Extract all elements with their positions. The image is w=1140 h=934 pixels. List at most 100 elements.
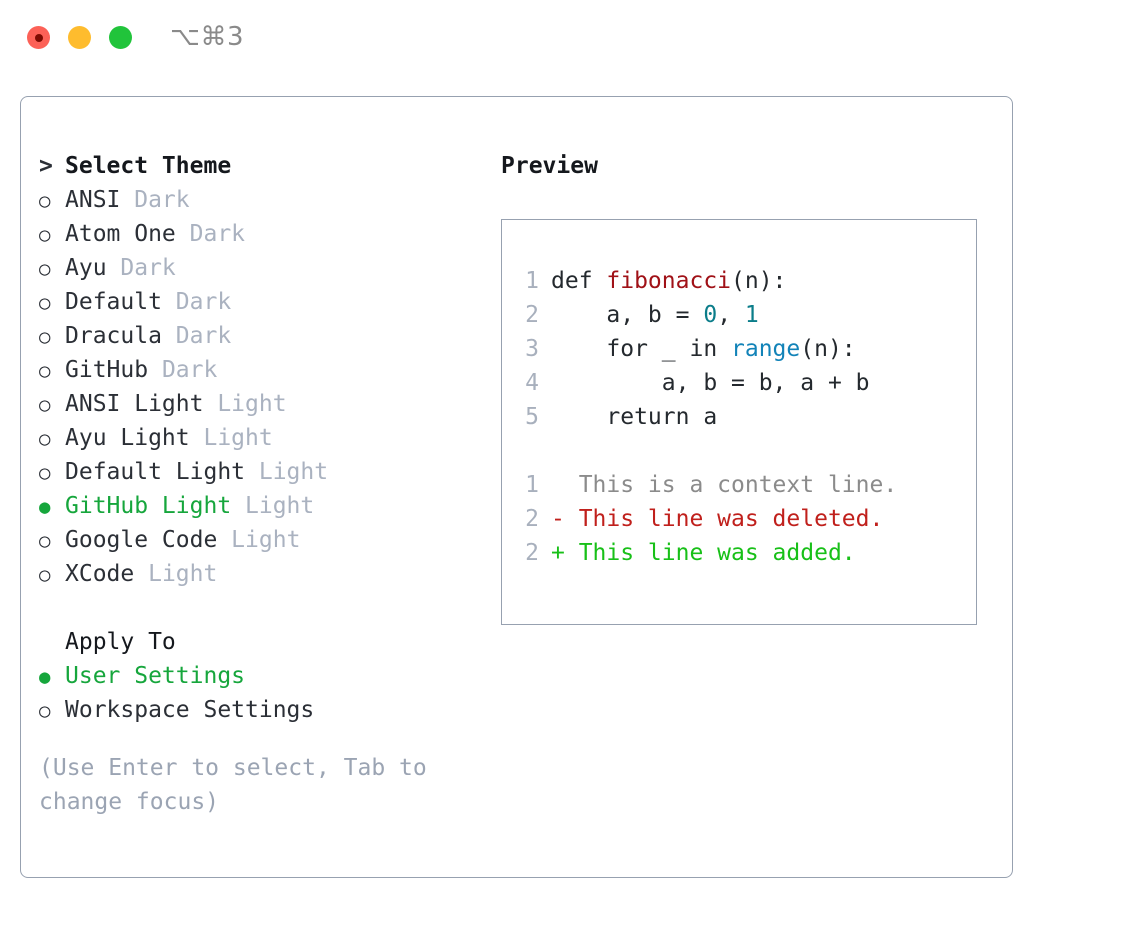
theme-option-label: Ayu Light xyxy=(65,425,190,451)
radio-unselected-icon: ○ xyxy=(39,326,51,348)
code-token-plain: (n): xyxy=(800,336,856,362)
caret-icon: > xyxy=(39,153,53,179)
theme-option-atom-one[interactable]: ○ Atom One Dark xyxy=(39,217,469,251)
apply-to-header: Apply To xyxy=(65,629,176,655)
theme-option-label: ANSI Light xyxy=(65,391,204,417)
keyboard-hint-text: (Use Enter to select, Tab to change focu… xyxy=(39,755,427,815)
radio-selected-icon: ● xyxy=(39,496,51,518)
minimize-button-icon[interactable] xyxy=(68,26,91,49)
radio-unselected-icon: ○ xyxy=(39,428,51,450)
theme-option-dracula[interactable]: ○ Dracula Dark xyxy=(39,319,469,353)
code-token-plain: a, b = xyxy=(551,302,704,328)
apply-to-list: ● User Settings ○ Workspace Settings xyxy=(39,659,469,727)
radio-unselected-icon: ○ xyxy=(39,258,51,280)
theme-option-ansi[interactable]: ○ ANSI Dark xyxy=(39,183,469,217)
theme-option-category: Light xyxy=(189,425,273,451)
apply-to-option-user-settings[interactable]: ● User Settings xyxy=(39,659,469,693)
code-token-plain: , xyxy=(717,302,745,328)
code-token-plain: for _ in xyxy=(551,336,732,362)
theme-list-header: > Select Theme xyxy=(39,149,469,183)
theme-selector-panel: > Select Theme ○ ANSI Dark ○ Atom One Dark ○ A… xyxy=(20,96,1013,878)
theme-option-category: Light xyxy=(231,493,315,519)
radio-selected-icon: ● xyxy=(39,666,51,688)
code-line-number: 3 xyxy=(525,336,539,362)
theme-option-category: Light xyxy=(134,561,218,587)
theme-option-category: Light xyxy=(203,391,287,417)
code-token-plain: return a xyxy=(551,404,718,430)
theme-option-category: Light xyxy=(217,527,301,553)
theme-option-label: Dracula xyxy=(65,323,162,349)
radio-unselected-icon: ○ xyxy=(39,292,51,314)
code-line: 5 return a xyxy=(517,400,897,434)
radio-unselected-icon: ○ xyxy=(39,530,51,552)
title-bar: ⌥⌘3 xyxy=(0,0,1140,78)
theme-option-label: ANSI xyxy=(65,187,121,213)
theme-option-label: Default xyxy=(65,289,162,315)
theme-list-column: > Select Theme ○ ANSI Dark ○ Atom One Dark ○ A… xyxy=(39,149,469,819)
code-line: 3 for _ in range(n): xyxy=(517,332,897,366)
diff-line-text: This is a context line. xyxy=(551,472,898,498)
code-token-plain: a, b = b, a + b xyxy=(551,370,870,396)
theme-option-label: XCode xyxy=(65,561,135,587)
radio-unselected-icon: ○ xyxy=(39,224,51,246)
theme-option-ansi-light[interactable]: ○ ANSI Light Light xyxy=(39,387,469,421)
diff-line-del: 2- This line was deleted. xyxy=(517,502,897,536)
code-token-plain: def xyxy=(551,268,607,294)
code-line-number: 1 xyxy=(525,268,539,294)
radio-unselected-icon: ○ xyxy=(39,700,51,722)
code-token-num: 0 xyxy=(703,302,718,328)
theme-option-category: Dark xyxy=(120,187,190,213)
theme-option-ayu[interactable]: ○ Ayu Dark xyxy=(39,251,469,285)
keyboard-shortcut-label: ⌥⌘3 xyxy=(170,22,245,52)
theme-option-category: Dark xyxy=(106,255,176,281)
theme-option-category: Light xyxy=(245,459,329,485)
theme-option-ayu-light[interactable]: ○ Ayu Light Light xyxy=(39,421,469,455)
code-line-number: 5 xyxy=(525,404,539,430)
window-controls xyxy=(27,26,132,49)
close-button-icon[interactable] xyxy=(27,26,50,49)
theme-option-label: GitHub xyxy=(65,357,149,383)
code-token-builtin: range xyxy=(731,336,801,362)
theme-option-category: Dark xyxy=(148,357,218,383)
code-line-number: 2 xyxy=(525,302,539,328)
diff-line-text: + This line was added. xyxy=(551,540,856,566)
code-line-number: 1 xyxy=(525,472,539,498)
radio-unselected-icon: ○ xyxy=(39,564,51,586)
radio-unselected-icon: ○ xyxy=(39,360,51,382)
radio-unselected-icon: ○ xyxy=(39,394,51,416)
apply-to-option-label: Workspace Settings xyxy=(65,697,315,723)
theme-list-header-label: Select Theme xyxy=(65,153,232,179)
code-token-func: fibonacci xyxy=(606,268,732,294)
theme-option-xcode[interactable]: ○ XCode Light xyxy=(39,557,469,591)
code-token-plain: (n): xyxy=(731,268,787,294)
theme-option-github[interactable]: ○ GitHub Dark xyxy=(39,353,469,387)
theme-option-category: Dark xyxy=(161,289,232,315)
radio-unselected-icon: ○ xyxy=(39,462,51,484)
theme-option-category: Dark xyxy=(175,221,246,247)
code-line: 4 a, b = b, a + b xyxy=(517,366,897,400)
theme-list: ○ANSI Dark○Atom One Dark○Ayu Dark○Defaul… xyxy=(39,183,469,591)
theme-option-label: Atom One xyxy=(65,221,176,247)
diff-line-add: 2 + This line was added. xyxy=(517,536,897,570)
code-line-number: 2 xyxy=(525,506,539,532)
maximize-button-icon[interactable] xyxy=(109,26,132,49)
apply-to-option-label: User Settings xyxy=(65,663,246,689)
radio-unselected-icon: ○ xyxy=(39,190,51,212)
apply-to-option-workspace-settings[interactable]: ○ Workspace Settings xyxy=(39,693,469,727)
theme-option-category: Dark xyxy=(161,323,232,349)
theme-option-label: Ayu xyxy=(65,255,107,281)
diff-line-ctx: 1 This is a context line. xyxy=(517,468,897,502)
code-line-number: 2 xyxy=(525,540,539,566)
theme-option-default[interactable]: ○ Default Dark xyxy=(39,285,469,319)
code-token-num: 1 xyxy=(744,302,759,328)
section-spacer xyxy=(39,591,469,625)
theme-option-default-light[interactable]: ○Default Light Light xyxy=(39,455,469,489)
theme-option-github-light[interactable]: ●GitHub Light Light xyxy=(39,489,469,523)
code-line-number: 4 xyxy=(525,370,539,396)
theme-option-google-code[interactable]: ○Google Code Light xyxy=(39,523,469,557)
preview-title: Preview xyxy=(501,153,598,179)
